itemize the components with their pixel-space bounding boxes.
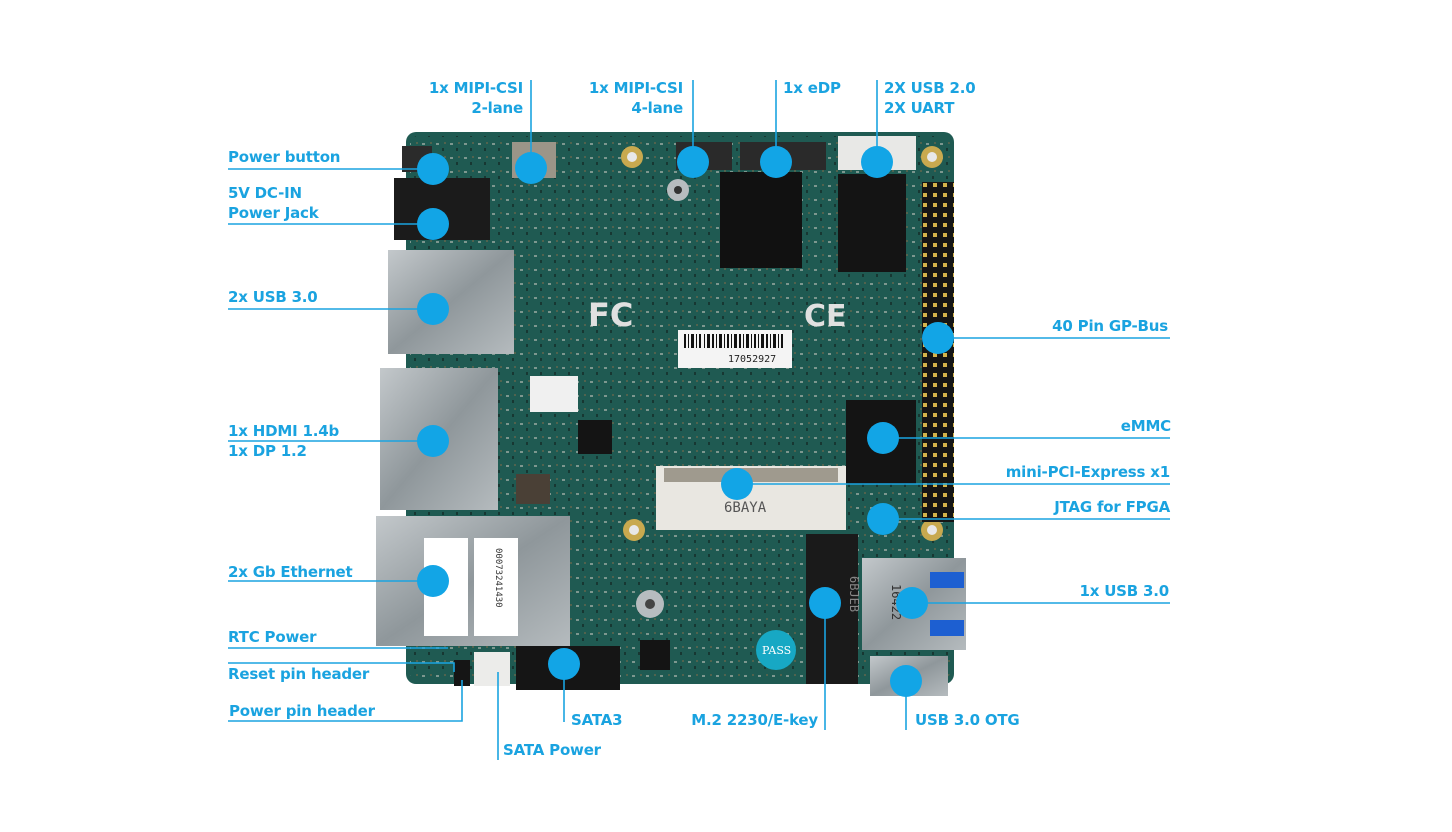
pass-text: PASS	[762, 644, 791, 657]
callout-dots	[417, 146, 954, 697]
dot-minipcie	[721, 468, 753, 500]
dot-hdmi	[417, 425, 449, 457]
label-power-button: Power button	[228, 148, 341, 166]
pin-header-small	[454, 660, 470, 686]
usb30-stack	[388, 250, 514, 354]
dot-power-button	[417, 153, 449, 185]
label-reset: Reset pin header	[228, 665, 370, 683]
dot-edp	[760, 146, 792, 178]
dot-jtag	[867, 503, 899, 535]
pass-sticker	[756, 630, 796, 670]
dot-usb30-left	[417, 293, 449, 325]
label-rtc: RTC Power	[228, 628, 317, 646]
line-power-pin	[228, 680, 463, 722]
chip-right-top	[838, 174, 906, 272]
label-dc-in: 5V DC-IN Power Jack	[228, 184, 319, 222]
eth-sticker-2	[474, 538, 518, 636]
label-hdmi: 1x HDMI 1.4b 1x DP 1.2	[228, 422, 339, 460]
chip-mid	[578, 420, 612, 454]
label-mipi4: 1x MIPI-CSI 4-lane	[588, 79, 683, 117]
sata-power-connector	[474, 652, 510, 686]
label-usb30-left: 2x USB 3.0	[228, 288, 318, 306]
label-sata-power: SATA Power	[503, 741, 601, 759]
label-ethernet: 2x Gb Ethernet	[228, 563, 353, 581]
pcb-board: 00073241430 FC CE 17052927	[376, 132, 966, 696]
dot-dc-in	[417, 208, 449, 240]
dot-usb2	[861, 146, 893, 178]
label-m2: M.2 2230/E-key	[691, 711, 818, 729]
label-usb30-right: 1x USB 3.0	[1079, 582, 1169, 600]
label-sata3: SATA3	[571, 711, 623, 729]
fcc-mark: FC	[588, 296, 633, 334]
small-label	[530, 376, 578, 412]
label-jtag: JTAG for FPGA	[1054, 498, 1170, 516]
barcode-text: 17052927	[728, 354, 776, 365]
line-reset	[228, 662, 455, 672]
label-power-pin: Power pin header	[229, 702, 375, 720]
dot-otg	[890, 665, 922, 697]
ce-mark: CE	[804, 299, 847, 334]
label-edp: 1x eDP	[783, 79, 841, 97]
dot-mipi4	[677, 146, 709, 178]
eth-sticker-text: 00073241430	[493, 548, 503, 608]
dot-m2	[809, 587, 841, 619]
label-otg: USB 3.0 OTG	[915, 711, 1020, 729]
dot-gpbus	[922, 322, 954, 354]
dot-mipi2	[515, 152, 547, 184]
label-gpbus: 40 Pin GP-Bus	[1052, 317, 1168, 335]
label-usb2: 2X USB 2.0 2X UART	[884, 79, 976, 117]
label-minipcie: mini-PCI-Express x1	[1005, 463, 1170, 481]
sticker-6baya: 6BAYA	[724, 500, 767, 516]
dot-ethernet	[417, 565, 449, 597]
label-mipi2: 1x MIPI-CSI 2-lane	[428, 79, 523, 117]
dot-sata3	[548, 648, 580, 680]
dot-usb30-right	[896, 587, 928, 619]
barcode-bars	[684, 334, 783, 348]
chip-bottom	[640, 640, 670, 670]
dot-emmc	[867, 422, 899, 454]
m2-text: 6BJEB	[847, 576, 861, 612]
memory-chip	[720, 172, 802, 268]
inductor	[516, 474, 550, 504]
label-emmc: eMMC	[1120, 417, 1171, 435]
